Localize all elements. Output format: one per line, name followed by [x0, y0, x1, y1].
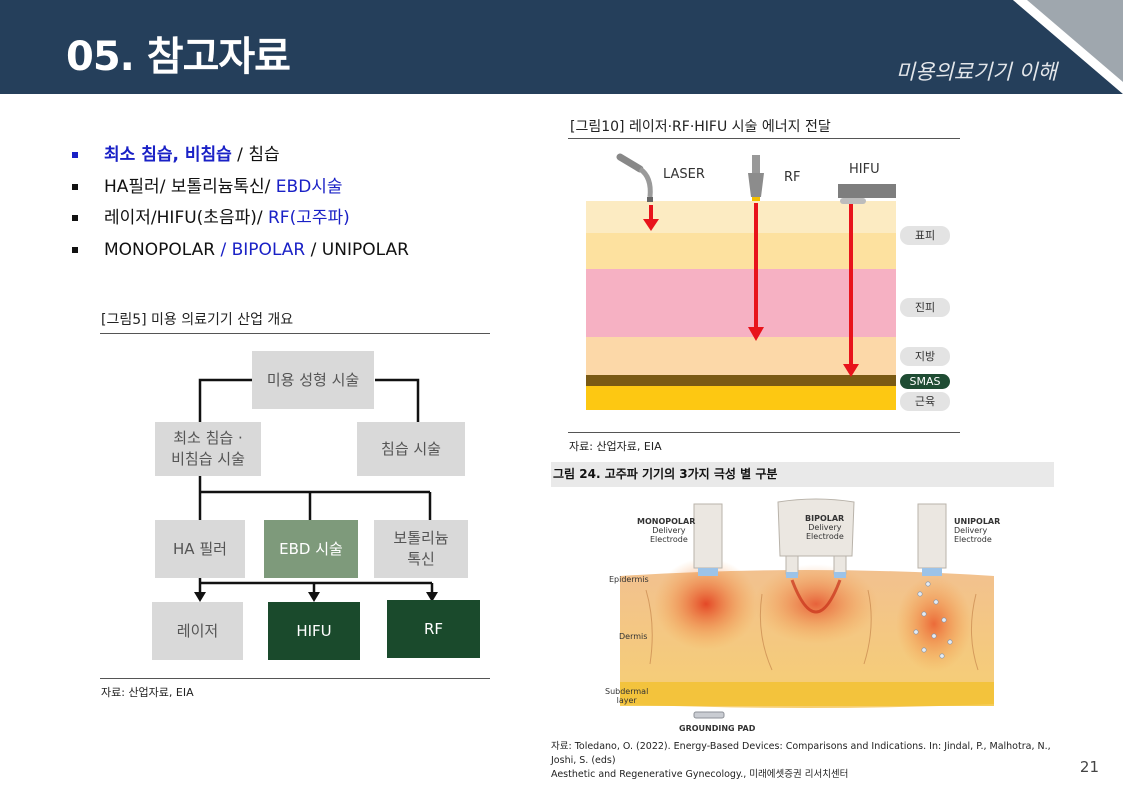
fig5-caption: [그림5] 미용 의료기기 산업 개요 [101, 312, 294, 328]
flow-node-botulinum-toxin: 보톨리늄 톡신 [374, 520, 468, 578]
bullet-segment: RF(고주파) [267, 208, 350, 228]
tool-label-laser: LASER [663, 167, 705, 182]
page-number: 21 [1079, 758, 1099, 776]
bullet-item-1: 최소 침습, 비침습 / 침습 [70, 143, 530, 175]
flow-node-ha-filler: HA 필러 [155, 520, 245, 578]
fig5-bottom-rule [100, 678, 490, 679]
flow-node-minimally-invasive: 최소 침습 · 비침습 시술 [155, 422, 261, 476]
bullet-segment: / UNIPOLAR [305, 239, 409, 260]
key-point-list: 최소 침습, 비침습 / 침습 HA필러/ 보톨리늄톡신/ EBD시술 레이저/… [70, 143, 530, 269]
fig5-source: 자료: 산업자료, EIA [101, 686, 194, 699]
fig5-connector-lines [194, 378, 438, 602]
fig24-caption: 그림 24. 고주파 기기의 3가지 극성 별 구분 [551, 462, 1054, 487]
bullet-segment: MONOPOLAR [104, 239, 221, 260]
fig24-rf-polarity-diagram [620, 498, 994, 719]
bullet-segment: 레이저/HIFU(초음파)/ [104, 208, 268, 228]
flow-node-hifu: HIFU [268, 602, 360, 660]
flow-node-laser: 레이저 [152, 602, 243, 660]
fig10-caption: [그림10] 레이저·RF·HIFU 시술 에너지 전달 [570, 119, 831, 135]
flow-node-rf: RF [387, 600, 480, 658]
flow-node-cosmetic-procedure: 미용 성형 시술 [252, 351, 374, 409]
layer-tag-epidermis: 표피 [900, 226, 950, 245]
header-corner-decoration [1013, 0, 1123, 94]
bullet-item-2: HA필러/ 보톨리늄톡신/ EBD시술 [70, 175, 530, 207]
label-monopolar: MONOPOLAR [637, 517, 696, 526]
label-bipolar: BIPOLAR [805, 514, 845, 523]
layer-tag-muscle: 근육 [900, 392, 950, 411]
bullet-text-3: 레이저/HIFU(초음파)/ RF(고주파) [104, 208, 350, 228]
grounding-pad-icon [693, 711, 725, 719]
bullet-segment: / BIPOLAR [220, 239, 306, 260]
label-subdermal-layer: Subdermal layer [605, 687, 649, 705]
layer-tag-smas: SMAS [900, 374, 950, 389]
label-grounding-pad: GROUNDING PAD [679, 724, 756, 733]
flow-node-ebd: EBD 시술 [264, 520, 358, 578]
label-bipolar-sub: Delivery Electrode [806, 523, 844, 541]
tool-label-hifu: HIFU [849, 162, 880, 177]
slide-title: 05. 참고자료 [66, 34, 291, 80]
bullet-text-2: HA필러/ 보톨리늄톡신/ EBD시술 [104, 177, 343, 197]
bullet-segment: HA필러/ 보톨리늄톡신/ [104, 176, 276, 197]
tool-label-rf: RF [784, 170, 801, 185]
rf-handpiece-icon [748, 155, 764, 201]
fig24-source-line1: 자료: Toledano, O. (2022). Energy-Based De… [551, 741, 1051, 766]
unipolar-electrode-icon [917, 503, 947, 576]
layer-tag-fat: 지방 [900, 347, 950, 366]
bullet-text-4: MONOPOLAR / BIPOLAR / UNIPOLAR [104, 240, 409, 260]
fig24-source-line2: Aesthetic and Regenerative Gynecology., … [551, 769, 849, 780]
fig10-source: 자료: 산업자료, EIA [569, 440, 662, 453]
fig10-top-rule [568, 138, 960, 139]
label-monopolar-sub: Delivery Electrode [650, 526, 688, 544]
laser-handpiece-icon [616, 153, 653, 202]
bullet-segment: / 침습 [231, 145, 280, 165]
label-epidermis: Epidermis [609, 575, 649, 584]
bipolar-electrode-icon [777, 498, 855, 578]
hifu-transducer-icon [838, 184, 896, 204]
bullet-item-4: MONOPOLAR / BIPOLAR / UNIPOLAR [70, 238, 530, 270]
bullet-segment: 최소 침습, 비침습 [104, 145, 232, 165]
bullet-item-3: 레이저/HIFU(초음파)/ RF(고주파) [70, 206, 530, 238]
fig24-source: 자료: Toledano, O. (2022). Energy-Based De… [551, 740, 1061, 782]
bullet-segment: EBD시술 [275, 176, 343, 197]
fig5-top-rule [100, 333, 490, 334]
slide-subtitle: 미용의료기기 이해 [895, 60, 1057, 84]
layer-tag-dermis: 진피 [900, 298, 950, 317]
bullet-text-1: 최소 침습, 비침습 / 침습 [104, 145, 280, 165]
fig10-bottom-rule [568, 432, 960, 433]
label-unipolar-sub: Delivery Electrode [954, 526, 992, 544]
monopolar-electrode-icon [693, 503, 723, 576]
label-unipolar: UNIPOLAR [954, 517, 1001, 526]
slide-header: 05. 참고자료 미용의료기기 이해 [0, 0, 1123, 94]
fig10-skin-layer-diagram [586, 153, 896, 410]
flow-node-invasive: 침습 시술 [357, 422, 465, 476]
label-dermis: Dermis [619, 632, 648, 641]
